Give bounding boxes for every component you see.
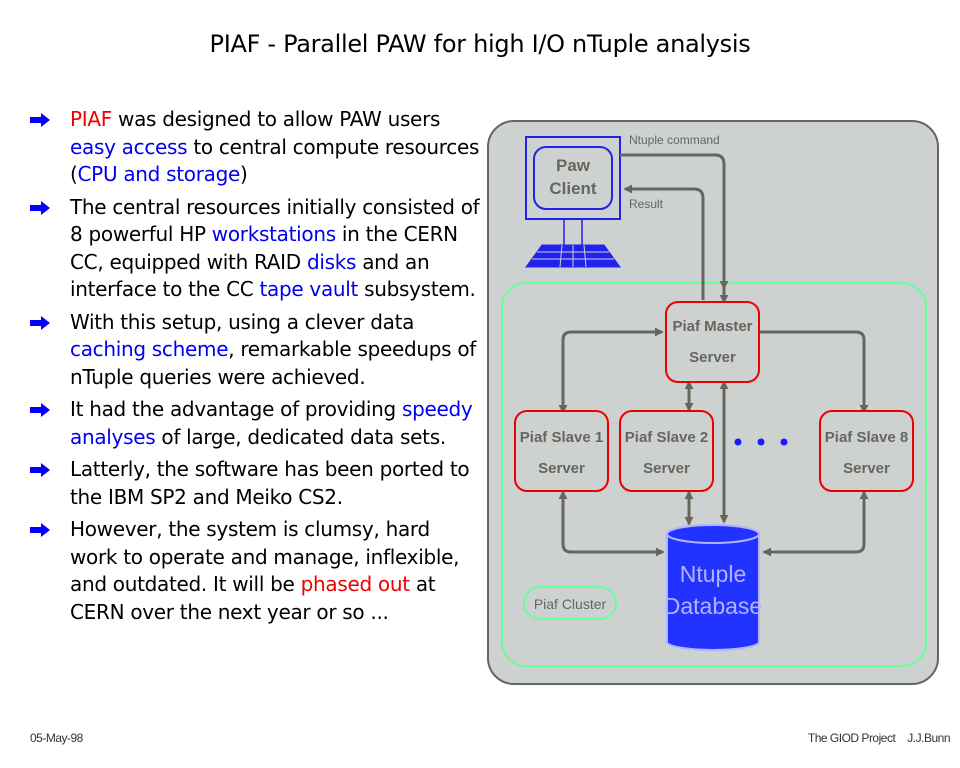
slide-title: PIAF - Parallel PAW for high I/O nTuple … (209, 30, 751, 58)
database-cylinder-icon (666, 533, 760, 651)
arrow-bullet-icon (30, 463, 50, 477)
database-label-1: Ntuple (680, 561, 746, 587)
text-segment: Latterly, the software has been ported t… (70, 457, 470, 509)
slave-label-1: Piaf Slave 8 (825, 429, 908, 446)
bullet-item: However, the system is clumsy, hard work… (30, 516, 480, 626)
paw-client-label-2: Client (549, 179, 597, 198)
ntuple-command-label: Ntuple command (629, 133, 720, 147)
bullet-item: With this setup, using a clever data cac… (30, 309, 480, 392)
slave8-database-connector (762, 490, 869, 557)
ntuple-command-connector (620, 153, 729, 290)
slave1-database-connector (558, 490, 665, 557)
text-segment: It had the advantage of providing (70, 397, 402, 421)
bullet-text: The central resources initially consiste… (70, 194, 480, 302)
cluster-label-box (523, 586, 617, 620)
database-label-2: Database (664, 593, 762, 619)
footer-credits: The GIOD Project J.J.Bunn (807, 731, 951, 745)
piaf-slave-2-server: Piaf Slave 2 Server (619, 410, 714, 492)
piaf-slave-8-server: Piaf Slave 8 Server (819, 410, 914, 492)
highlighted-term: workstations (211, 222, 336, 246)
piaf-cluster-boundary (501, 282, 927, 667)
text-segment: was designed to allow PAW users (111, 107, 441, 131)
keyboard-key-col (559, 244, 563, 268)
highlighted-term: easy access (70, 134, 188, 159)
master-label-2: Server (689, 349, 736, 366)
text-segment: at CERN over the next year or so ... (70, 572, 436, 624)
piaf-cluster-tag: Piaf Cluster (523, 586, 617, 620)
arrow-bullet-icon (30, 113, 50, 127)
highlighted-term: phased out (300, 572, 410, 596)
server-box (665, 301, 760, 383)
ntuple-database: Ntuple Database (664, 524, 762, 651)
text-segment: in the CERN CC, equipped with RAID (70, 222, 458, 274)
slave-label-2: Server (843, 460, 890, 477)
dot (734, 438, 742, 446)
server-box (819, 410, 914, 492)
result-label: Result (629, 197, 664, 211)
dot (780, 438, 788, 446)
bullet-text: Latterly, the software has been ported t… (70, 457, 470, 509)
bullet-item: The central resources initially consiste… (30, 194, 480, 304)
server-box (619, 410, 714, 492)
text-segment: and an interface to the CC (70, 249, 430, 302)
paw-client-label-1: Paw (556, 156, 591, 175)
piaf-master-server: Piaf Master Server (665, 301, 760, 383)
monitor-frame (525, 136, 621, 220)
highlighted-term: tape vault (259, 277, 359, 301)
text-segment: However, the system is clumsy, hard work… (70, 517, 460, 596)
arrow-bullet-icon (30, 200, 50, 215)
text-segment: , remarkable speedups of nTuple queries … (70, 337, 477, 389)
slave-label-1: Piaf Slave 2 (625, 429, 708, 446)
keyboard-key-col (583, 244, 587, 268)
footer-date: 05-May-98 (30, 731, 83, 745)
text-segment: The central resources initially consiste… (70, 194, 480, 247)
monitor-screen (533, 146, 613, 210)
slave-label-1: Piaf Slave 1 (520, 429, 603, 446)
highlighted-term: disks (306, 249, 357, 274)
bullet-list: PIAF was designed to allow PAW users eas… (30, 106, 480, 631)
dot (757, 438, 765, 446)
master-slave1-connector (558, 327, 664, 414)
master-label-1: Piaf Master (672, 318, 752, 335)
bullet-text: It had the advantage of providing speedy… (70, 397, 473, 449)
highlighted-term: caching scheme (70, 337, 229, 361)
footer-author: J.J.Bunn (907, 731, 950, 745)
cluster-label: Piaf Cluster (534, 596, 607, 612)
paw-client-computer: Paw Client (525, 136, 621, 268)
text-segment: ) (240, 162, 248, 186)
text-segment: subsystem. (358, 277, 476, 301)
arrow-bullet-icon (30, 315, 50, 330)
footer-project: The GIOD Project (807, 731, 896, 745)
text-segment: With this setup, using a clever data (70, 309, 415, 334)
highlighted-term: PIAF (70, 107, 112, 131)
bullet-item: PIAF was designed to allow PAW users eas… (30, 106, 480, 189)
piaf-slave-1-server: Piaf Slave 1 Server (514, 410, 609, 492)
piaf-architecture-diagram: Paw Client Ntuple command Result Piaf Ma… (487, 120, 939, 685)
master-slave8-connector (751, 327, 869, 414)
highlighted-term: CPU and storage (77, 162, 241, 186)
bullet-item: Latterly, the software has been ported t… (30, 456, 480, 511)
bullet-text: With this setup, using a clever data cac… (70, 310, 476, 389)
bullet-text: However, the system is clumsy, hard work… (70, 517, 459, 624)
slave-label-2: Server (538, 460, 585, 477)
result-connector (623, 184, 705, 288)
server-box (514, 410, 609, 492)
highlighted-term: speedy analyses (70, 397, 473, 449)
bullet-text: PIAF was designed to allow PAW users eas… (70, 107, 479, 186)
text-segment: of large, dedicated data sets. (155, 424, 446, 449)
database-top (666, 524, 760, 544)
bullet-item: It had the advantage of providing speedy… (30, 396, 480, 451)
text-segment: to central compute resources ( (70, 134, 480, 187)
arrow-bullet-icon (30, 403, 50, 417)
ellipsis-dots (734, 438, 788, 446)
arrow-bullet-icon (30, 523, 50, 537)
slave-label-2: Server (643, 460, 690, 477)
